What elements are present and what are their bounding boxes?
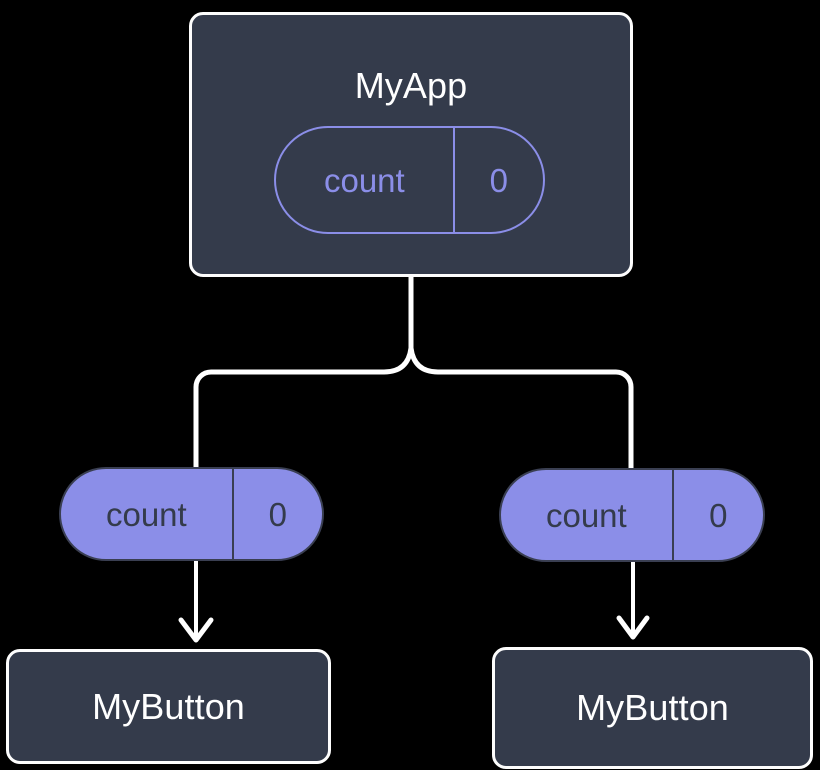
component-label-myapp: MyApp [354, 65, 468, 106]
component-node-mybutton-left[interactable]: MyButton [6, 649, 331, 764]
prop-arrow-right [616, 560, 650, 640]
prop-pill-key: count [545, 496, 627, 534]
prop-pill-left[interactable]: count 0 [59, 467, 324, 561]
state-pill-myapp[interactable]: count 0 [274, 126, 545, 234]
component-node-mybutton-right[interactable]: MyButton [492, 647, 813, 769]
component-label-mybutton-left: MyButton [92, 685, 245, 727]
prop-pill-key: count [105, 495, 187, 533]
component-label-mybutton-right: MyButton [576, 687, 729, 728]
prop-pill-value: 0 [231, 469, 322, 559]
prop-pill-value: 0 [671, 470, 763, 560]
fork-branch-left [193, 345, 414, 471]
state-pill-value: 0 [452, 128, 543, 232]
state-pill-key: count [323, 161, 405, 199]
prop-arrow-left [178, 559, 214, 643]
fork-branch-right [408, 345, 634, 471]
prop-pill-right[interactable]: count 0 [499, 468, 765, 562]
